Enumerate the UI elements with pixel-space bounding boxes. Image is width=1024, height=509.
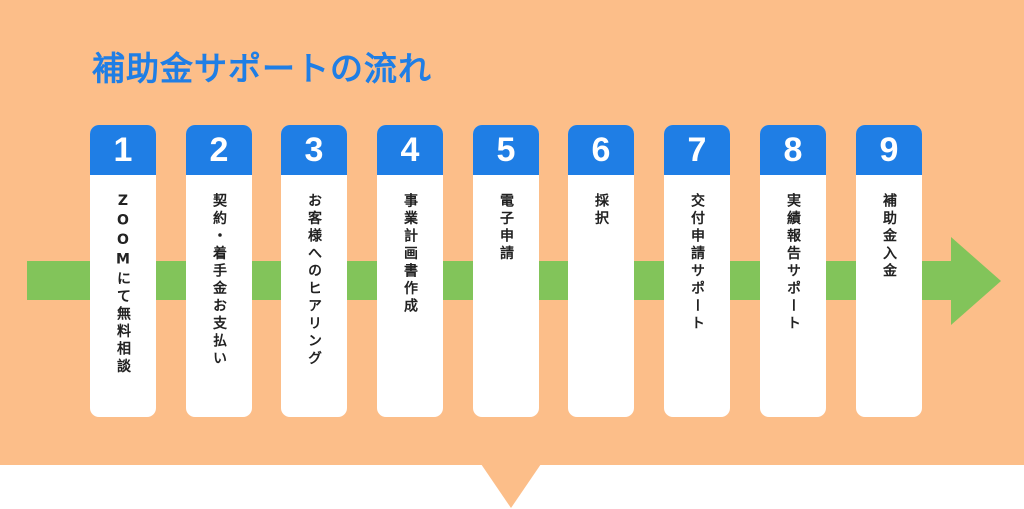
step-8: 8 実績報告サポート: [760, 125, 826, 417]
step-number: 7: [664, 125, 730, 175]
step-number: 5: [473, 125, 539, 175]
step-5: 5 電子申請: [473, 125, 539, 417]
down-pointer-icon: [481, 464, 541, 508]
step-label: 実績報告サポート: [785, 193, 801, 333]
step-3: 3 お客様へのヒアリング: [281, 125, 347, 417]
step-2: 2 契約・着手金お支払い: [186, 125, 252, 417]
step-6: 6 採択: [568, 125, 634, 417]
step-number: 4: [377, 125, 443, 175]
step-7: 7 交付申請サポート: [664, 125, 730, 417]
step-label: お客様へのヒアリング: [306, 193, 322, 368]
step-number: 6: [568, 125, 634, 175]
diagram-title: 補助金サポートの流れ: [92, 49, 432, 88]
step-number: 1: [90, 125, 156, 175]
step-label: 採択: [593, 193, 609, 228]
step-4: 4 事業計画書作成: [377, 125, 443, 417]
step-label: 交付申請サポート: [689, 193, 705, 333]
step-number: 8: [760, 125, 826, 175]
step-label: 電子申請: [498, 193, 514, 263]
step-1: 1 ZOOMにて無料相談: [90, 125, 156, 417]
arrow-right-icon: [951, 237, 1001, 325]
step-number: 3: [281, 125, 347, 175]
step-label: 事業計画書作成: [402, 193, 418, 316]
step-label: 補助金入金: [881, 193, 897, 281]
step-label: ZOOMにて無料相談: [115, 193, 131, 376]
step-9: 9 補助金入金: [856, 125, 922, 417]
step-number: 2: [186, 125, 252, 175]
step-number: 9: [856, 125, 922, 175]
step-label: 契約・着手金お支払い: [211, 193, 227, 368]
